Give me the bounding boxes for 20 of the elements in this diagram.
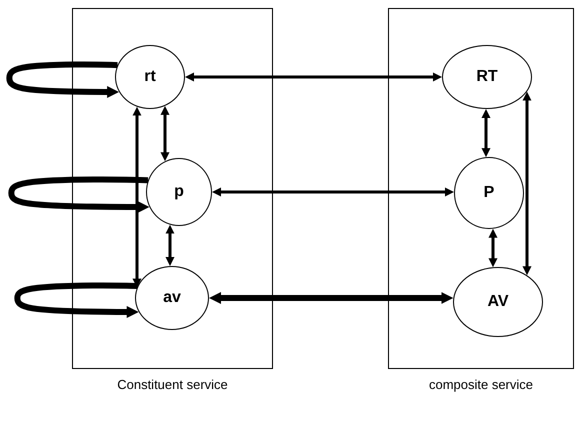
arrow <box>160 106 170 162</box>
arrow <box>185 72 442 82</box>
node-label: rt <box>144 68 156 86</box>
self-loop-arrow <box>8 176 150 213</box>
arrow <box>132 106 142 288</box>
node-label: P <box>484 184 494 202</box>
node-label: av <box>163 289 181 307</box>
arrow <box>482 109 490 158</box>
arrow <box>488 228 498 268</box>
node-label: RT <box>476 68 498 86</box>
self-loop-arrow <box>14 282 139 318</box>
arrow <box>212 188 454 196</box>
node-label: p <box>174 183 184 201</box>
arrow <box>209 292 454 304</box>
arrow <box>166 224 174 266</box>
arrow <box>522 92 532 276</box>
self-loop-arrow <box>6 61 120 98</box>
service-caption: Constituent service <box>116 377 229 392</box>
service-caption: composite service <box>428 377 534 392</box>
node-label: AV <box>487 293 509 311</box>
